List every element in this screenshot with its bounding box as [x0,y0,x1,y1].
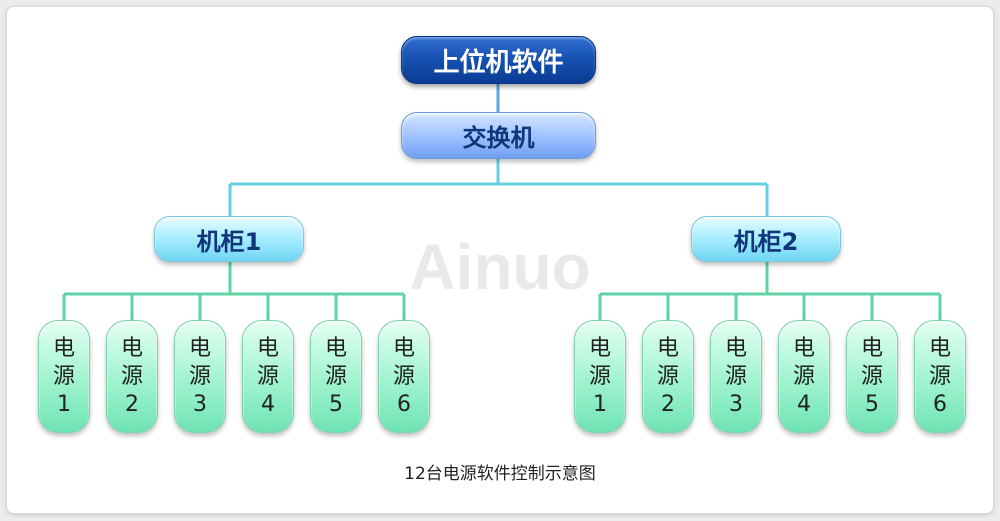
host-software-node: 上位机软件 [401,36,596,84]
psu-char-2: 源 [656,363,679,389]
psu-char-1: 电 [792,335,815,361]
psu-char-1: 电 [588,335,611,361]
psu-char-2: 源 [392,363,415,389]
psu-char-1: 电 [928,335,951,361]
psu-char-1: 电 [188,335,211,361]
psu-number: 1 [57,391,71,417]
psu-number: 4 [261,391,275,417]
psu-number: 6 [933,391,947,417]
psu-char-2: 源 [928,363,951,389]
watermark-text: Ainuo [409,231,591,303]
psu-number: 3 [729,391,743,417]
cabinet-2-psu-4: 电 源 4 [778,320,830,433]
psu-connector-group [62,262,942,320]
cabinet-1-node: 机柜1 [154,216,304,262]
psu-char-1: 电 [860,335,883,361]
switch-node: 交换机 [401,112,596,159]
cabinet-2-psu-2: 电 源 2 [642,320,694,433]
psu-char-1: 电 [724,335,747,361]
cabinet-1-psu-5: 电 源 5 [310,320,362,433]
psu-char-2: 源 [256,363,279,389]
psu-char-2: 源 [588,363,611,389]
psu-char-1: 电 [256,335,279,361]
psu-char-1: 电 [52,335,75,361]
psu-char-1: 电 [656,335,679,361]
cabinet-1-psu-2: 电 源 2 [106,320,158,433]
psu-char-2: 源 [120,363,143,389]
psu-number: 4 [797,391,811,417]
psu-char-2: 源 [860,363,883,389]
cabinet-2-psu-1: 电 源 1 [574,320,626,433]
cabinet-1-psu-3: 电 源 3 [174,320,226,433]
psu-char-2: 源 [52,363,75,389]
psu-number: 1 [593,391,607,417]
cabinet-1-psu-4: 电 源 4 [242,320,294,433]
psu-number: 3 [193,391,207,417]
cabinet-2-psu-6: 电 源 6 [914,320,966,433]
diagram-caption: 12台电源软件控制示意图 [404,464,596,484]
cabinet-2-psu-3: 电 源 3 [710,320,762,433]
psu-char-2: 源 [188,363,211,389]
psu-char-2: 源 [324,363,347,389]
cabinet-2-psu-5: 电 源 5 [846,320,898,433]
cabinet-1-psu-1: 电 源 1 [38,320,90,433]
psu-char-2: 源 [792,363,815,389]
psu-char-1: 电 [324,335,347,361]
psu-number: 5 [865,391,879,417]
psu-char-1: 电 [392,335,415,361]
psu-number: 2 [661,391,675,417]
psu-char-1: 电 [120,335,143,361]
cabinet-2-node: 机柜2 [691,216,841,262]
psu-number: 6 [397,391,411,417]
cabinet-1-psu-6: 电 源 6 [378,320,430,433]
psu-char-2: 源 [724,363,747,389]
psu-number: 5 [329,391,343,417]
psu-number: 2 [125,391,139,417]
